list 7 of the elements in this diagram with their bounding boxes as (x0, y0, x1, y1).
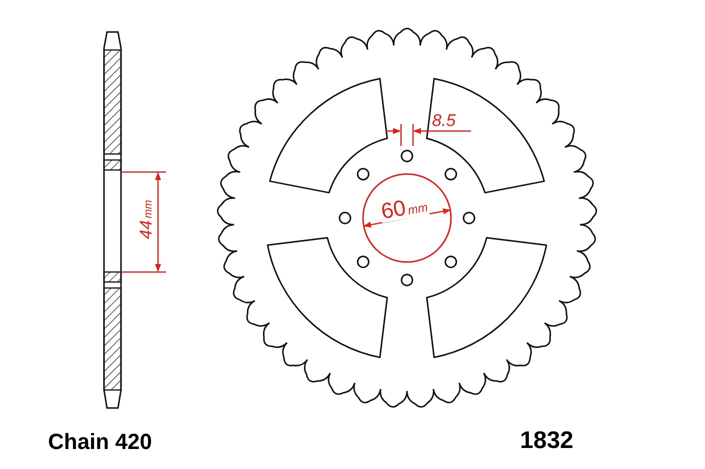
unit-label: mm (406, 201, 429, 216)
dimension-label: 44 (138, 220, 154, 240)
unit-label: mm (144, 200, 154, 218)
caption-label: 1832 (520, 426, 574, 456)
dimension-label: 8.5 (432, 110, 456, 132)
dimension-label: 60 (379, 196, 408, 223)
caption-label: Chain 420 (48, 428, 152, 456)
